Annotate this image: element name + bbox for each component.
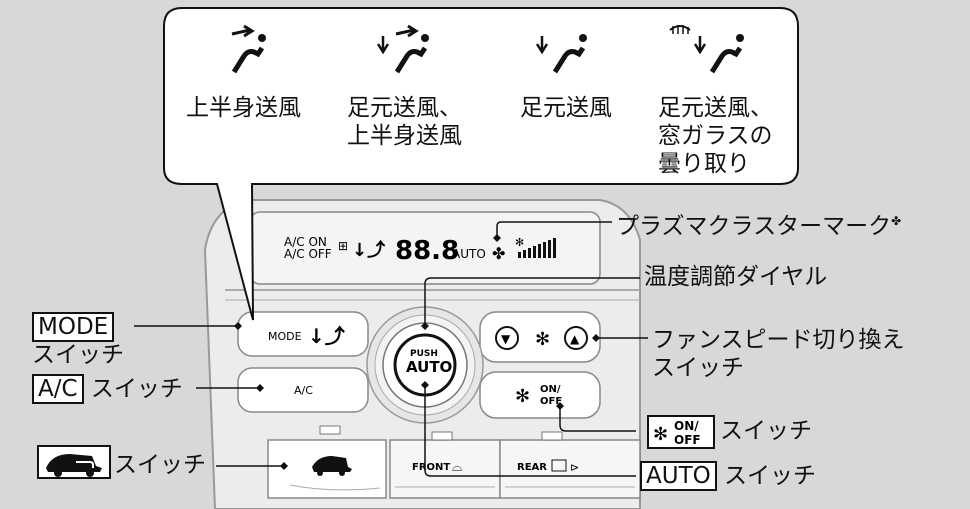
mode-button-label: MODE: [268, 330, 302, 343]
fan-onoff-callout-box: [647, 415, 715, 449]
defrost-icon: ⊞: [338, 239, 348, 253]
fan-speed-callout: ファンスピード切り換え スイッチ: [652, 327, 905, 381]
display-ac-on: A/C ON: [284, 235, 327, 249]
mode-callout-box: MODE: [32, 312, 115, 342]
mode-indicator-icon: ↓⤴: [352, 239, 386, 261]
mode-button-icon: ↓⤴: [308, 324, 346, 348]
fan-up-arrow: ▲: [570, 332, 580, 346]
ac-callout-text: スイッチ: [90, 376, 183, 402]
fan-onoff-icon: ✻: [515, 386, 530, 407]
recirculation-icon: [46, 454, 102, 477]
fan-onoff-callout-off: OFF: [674, 433, 701, 447]
mode-label-bilevel: 足元送風、 上半身送風: [347, 95, 462, 149]
display-ac-off: A/C OFF: [284, 247, 332, 261]
recirc-callout-text: スイッチ: [114, 452, 206, 478]
push-label: PUSH: [410, 349, 438, 359]
mirror-defrost-icon: ⊳: [570, 461, 579, 474]
display-auto: AUTO: [452, 247, 486, 261]
auto-button-label: AUTO: [406, 358, 452, 376]
mode-callout-text: スイッチ: [32, 342, 124, 368]
leader-lines: [134, 221, 648, 477]
ac-button[interactable]: [237, 367, 369, 413]
fan-onoff-callout-icon: ✻: [653, 424, 668, 445]
mode-label-floor-defrost: 足元送風、 窓ガラスの 曇り取り: [658, 95, 773, 177]
ac-callout: A/C スイッチ: [32, 374, 183, 404]
face-vent-icon: [231, 24, 266, 74]
bi-level-vent-icon: [376, 24, 429, 74]
fan-icon: ✻: [515, 236, 524, 249]
fan-onoff-off-label: OFF: [540, 396, 562, 407]
temperature-dial[interactable]: [366, 306, 484, 424]
mode-balloon: [163, 7, 799, 321]
recirculation-button[interactable]: [312, 456, 352, 476]
fan-onoff-on-label: ON/: [540, 384, 561, 395]
rear-defrost-icon: [551, 459, 567, 472]
fan-onoff-callout-on: ON/: [674, 419, 699, 433]
ac-callout-box: A/C: [32, 374, 84, 404]
display-readout: A/C ON A/C OFF ⊞ ↓⤴ 88.8 AUTO ✤ ✻: [284, 235, 556, 266]
front-defrost-label: FRONT: [412, 462, 450, 473]
auto-callout-text: スイッチ: [724, 463, 817, 489]
fan-down-arrow: ▼: [501, 332, 511, 346]
display-temp: 88.8: [395, 236, 459, 266]
auto-callout: AUTO スイッチ: [640, 461, 816, 491]
fan-onoff-button[interactable]: [479, 371, 601, 419]
rear-defrost-label: REAR: [517, 462, 547, 473]
mode-label-floor: 足元送風: [520, 95, 612, 121]
fan-up-button[interactable]: [564, 326, 588, 350]
fan-onoff-callout-text: スイッチ: [720, 418, 812, 444]
plasma-callout-text: プラズマクラスターマーク: [616, 213, 892, 240]
floor-defrost-icon: [669, 25, 744, 74]
plasma-icon: ✤: [492, 244, 505, 263]
fan-down-button[interactable]: [495, 326, 519, 350]
mode-label-face: 上半身送風: [186, 95, 301, 121]
mode-button[interactable]: [237, 311, 369, 357]
temp-dial-callout: 温度調節ダイヤル: [644, 264, 828, 290]
fan-level-bars: [518, 238, 556, 258]
auto-callout-box: AUTO: [640, 461, 717, 491]
ac-button-label: A/C: [294, 384, 313, 397]
plasma-callout-mark: ✤: [891, 214, 902, 228]
leader-dots: [234, 234, 600, 470]
front-defrost-icon: ⌓: [452, 460, 462, 475]
plasma-callout: プラズマクラスターマーク✤: [616, 208, 901, 240]
fan-icon: ✻: [535, 329, 550, 350]
mode-callout: MODE: [32, 312, 115, 342]
floor-vent-icon: [535, 34, 587, 74]
